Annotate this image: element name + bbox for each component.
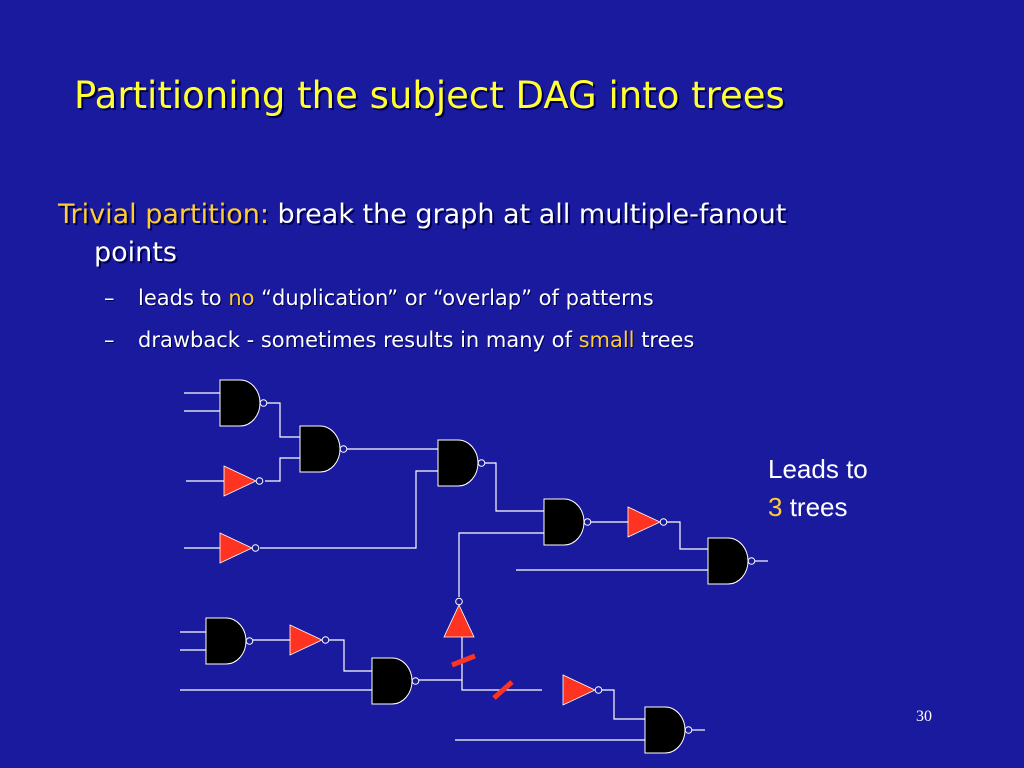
sub-bullet-2: –drawback - sometimes results in many of… (104, 328, 694, 352)
nand-gate (205, 617, 254, 665)
bullet-term: Trivial partition: (58, 199, 269, 230)
sub-bullet-highlight: small (578, 328, 635, 352)
inverter (219, 532, 260, 564)
wires (180, 392, 768, 741)
nand-gate (644, 706, 693, 754)
note-line1: Leads to (768, 454, 868, 484)
cut-marks (451, 653, 514, 700)
main-bullet: Trivial partition: break the graph at al… (58, 196, 958, 272)
sub-bullet-text: leads to (138, 286, 229, 310)
inverters (219, 465, 668, 706)
inverter (627, 506, 668, 538)
nand-gate (543, 498, 592, 546)
cut-mark (451, 653, 476, 668)
inverter (562, 674, 603, 706)
note-count: 3 (768, 492, 783, 522)
sub-bullet-text: “duplication” or “overlap” of patterns (254, 286, 654, 310)
sub-bullet-text: trees (634, 328, 695, 352)
sub-bullet-dash: – (104, 328, 115, 352)
sub-bullet-dash: – (104, 286, 115, 310)
slide-title: Partitioning the subject DAG into trees (74, 74, 785, 117)
trees-note: Leads to 3 trees (768, 450, 868, 526)
gates (205, 379, 756, 754)
nand-gate (219, 379, 268, 427)
nand-gate (299, 425, 348, 473)
page-number: 30 (916, 708, 932, 725)
inverter (289, 624, 330, 656)
sub-bullet-highlight: no (228, 286, 255, 310)
sub-bullet-text: drawback - sometimes results in many of (138, 328, 579, 352)
nand-gate (371, 657, 420, 705)
sub-bullet-1: –leads to no “duplication” or “overlap” … (104, 286, 654, 310)
note-suffix: trees (782, 492, 848, 522)
inverter (443, 597, 475, 638)
nand-gate (707, 537, 756, 585)
inverter (223, 465, 264, 497)
cut-mark (492, 680, 514, 700)
bullet-text-line1: break the graph at all multiple-fanout (268, 199, 787, 230)
nand-gate (437, 439, 486, 487)
bullet-text-line2: points (94, 237, 177, 268)
